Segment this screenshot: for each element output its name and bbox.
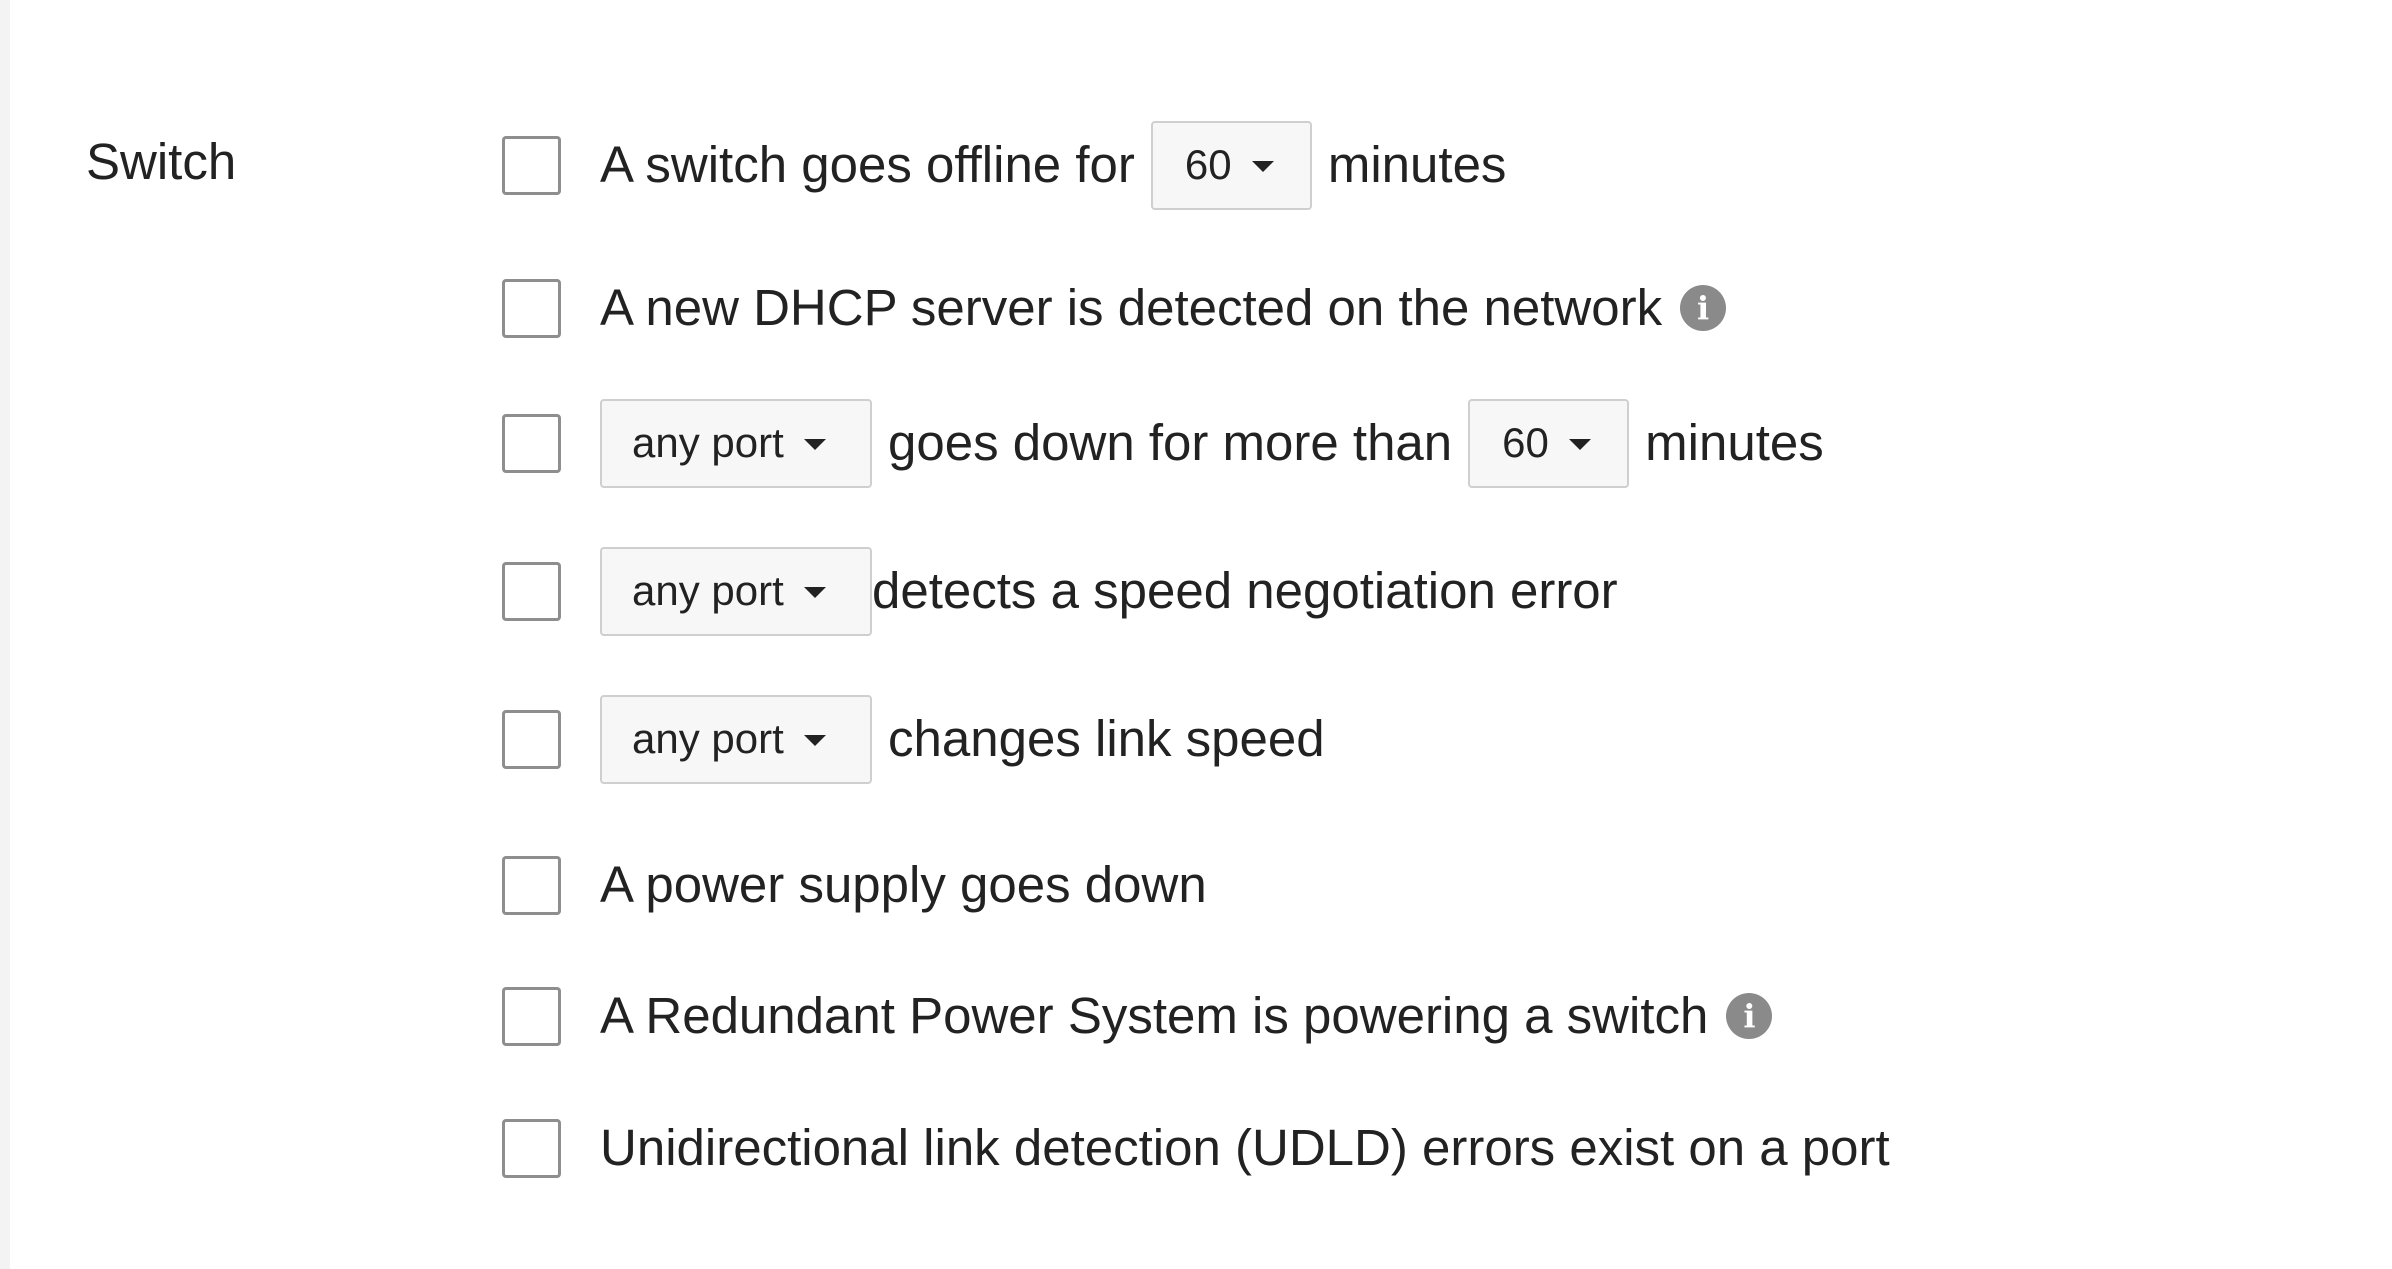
dhcp-server-label: A new DHCP server is detected on the net… [600, 279, 1663, 336]
switch-offline-checkbox[interactable] [502, 135, 561, 195]
power-supply-label: A power supply goes down [600, 856, 1207, 913]
rps-checkbox[interactable] [502, 986, 561, 1046]
alert-row-link-speed: any port changes link speed [502, 694, 1325, 784]
alert-row-port-down: any port goes down for more than 60 minu… [502, 398, 1824, 488]
dhcp-server-checkbox[interactable] [502, 278, 561, 338]
link-speed-port-value: any port [632, 715, 784, 762]
switch-offline-minutes-value: 60 [1184, 141, 1232, 188]
alert-row-speed-negotiation: any port detects a speed negotiation err… [502, 546, 1618, 636]
port-down-minutes-value: 60 [1502, 419, 1549, 466]
alert-row-dhcp-server: A new DHCP server is detected on the net… [502, 263, 1727, 353]
info-icon[interactable]: i [1726, 993, 1773, 1039]
caret-down-icon [1568, 438, 1591, 450]
port-down-checkbox[interactable] [502, 413, 561, 473]
port-down-label: goes down for more than [888, 414, 1453, 471]
switch-offline-suffix: minutes [1327, 136, 1507, 193]
link-speed-label: changes link speed [888, 710, 1325, 767]
port-down-suffix: minutes [1645, 414, 1824, 471]
rps-label: A Redundant Power System is powering a s… [600, 987, 1709, 1044]
alert-row-rps: A Redundant Power System is powering a s… [502, 971, 1773, 1061]
alert-row-power-supply: A power supply goes down [502, 840, 1207, 930]
udld-checkbox[interactable] [502, 1118, 561, 1178]
caret-down-icon [803, 438, 826, 450]
section-label-switch: Switch [86, 133, 237, 190]
alert-settings-panel: Switch A switch goes offline for 60 minu… [10, 0, 2392, 1269]
caret-down-icon [803, 586, 826, 598]
info-icon[interactable]: i [1680, 285, 1727, 331]
speed-negotiation-port-dropdown[interactable]: any port [600, 546, 872, 636]
speed-negotiation-port-value: any port [632, 567, 784, 614]
port-down-port-dropdown[interactable]: any port [600, 398, 872, 488]
port-down-minutes-dropdown[interactable]: 60 [1468, 398, 1630, 488]
power-supply-checkbox[interactable] [502, 855, 561, 915]
link-speed-checkbox[interactable] [502, 709, 561, 769]
speed-negotiation-checkbox[interactable] [502, 561, 561, 621]
switch-offline-minutes-dropdown[interactable]: 60 [1150, 120, 1312, 210]
alert-row-udld: Unidirectional link detection (UDLD) err… [502, 1103, 1890, 1193]
caret-down-icon [803, 734, 826, 746]
link-speed-port-dropdown[interactable]: any port [600, 694, 872, 784]
udld-label: Unidirectional link detection (UDLD) err… [600, 1119, 1890, 1176]
speed-negotiation-label: detects a speed negotiation error [872, 562, 1618, 619]
caret-down-icon [1251, 160, 1274, 172]
port-down-port-value: any port [632, 419, 784, 466]
switch-offline-label: A switch goes offline for [600, 136, 1135, 193]
alert-row-switch-offline: A switch goes offline for 60 minutes [502, 120, 1506, 210]
